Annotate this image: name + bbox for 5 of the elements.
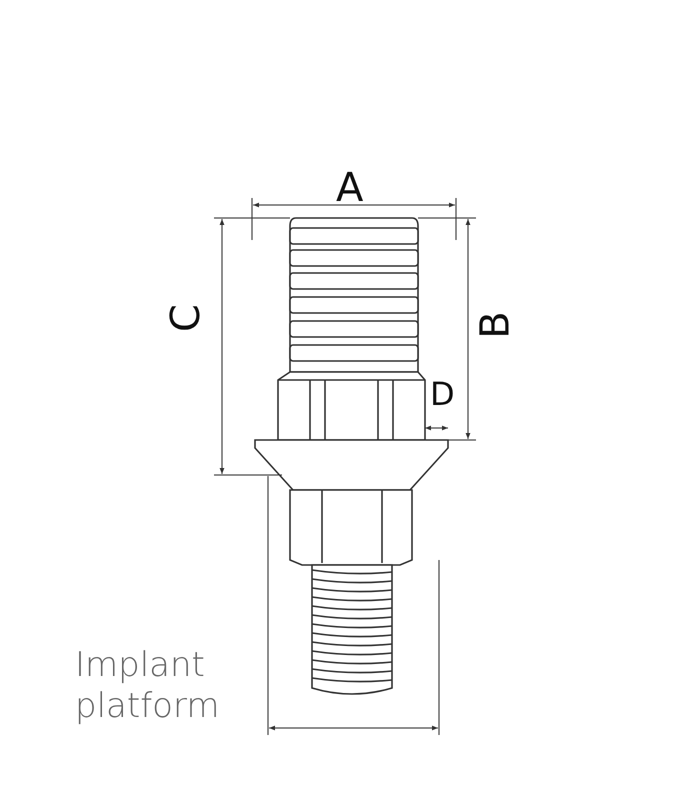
part-label: Implant platform — [75, 645, 220, 727]
dimension-label: A — [336, 168, 364, 208]
dimension-label: D — [430, 378, 455, 410]
dimension-label: B — [476, 311, 516, 339]
dimension-label: C — [166, 304, 206, 332]
